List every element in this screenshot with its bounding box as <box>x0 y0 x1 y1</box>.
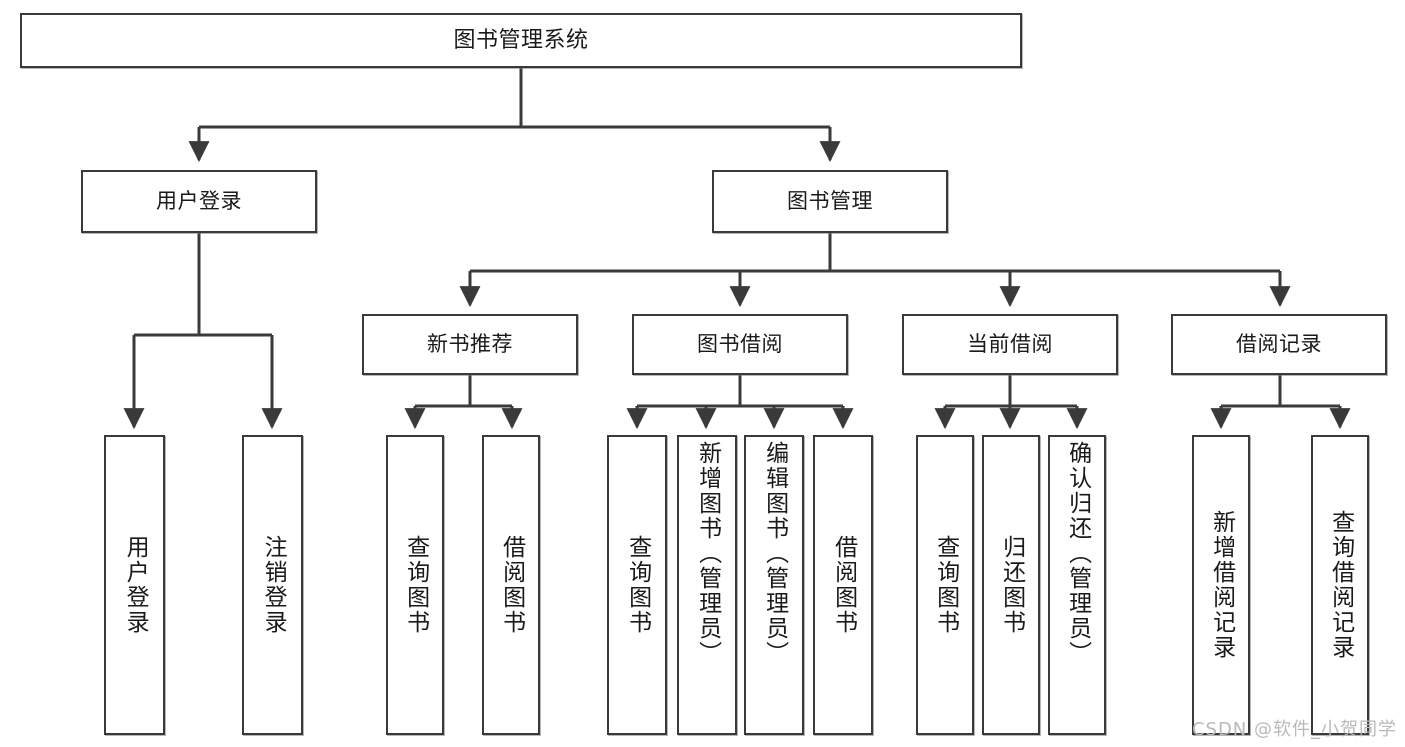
leaf-edit-book-label: 编辑图书（管理员） <box>761 441 788 666</box>
node-book-borrow-label: 图书借阅 <box>697 332 783 357</box>
node-borrow-record-label: 借阅记录 <box>1236 332 1322 357</box>
leaf-query-book-2[interactable]: 查询图书 <box>607 435 667 735</box>
node-book-manage[interactable]: 图书管理 <box>712 170 948 233</box>
node-root-label: 图书管理系统 <box>453 27 589 53</box>
leaf-confirm-return[interactable]: 确认归还（管理员） <box>1048 435 1106 735</box>
node-book-manage-label: 图书管理 <box>787 189 873 214</box>
node-new-book-recommend-label: 新书推荐 <box>427 332 513 357</box>
leaf-user-login[interactable]: 用户登录 <box>104 435 165 735</box>
leaf-return-book[interactable]: 归还图书 <box>982 435 1040 735</box>
node-root[interactable]: 图书管理系统 <box>20 13 1022 68</box>
node-user-login[interactable]: 用户登录 <box>81 170 317 233</box>
leaf-logout[interactable]: 注销登录 <box>242 435 303 735</box>
node-current-borrow[interactable]: 当前借阅 <box>902 314 1118 375</box>
leaf-add-book-label: 新增图书（管理员） <box>694 441 721 666</box>
leaf-add-book[interactable]: 新增图书（管理员） <box>677 435 737 735</box>
leaf-edit-book[interactable]: 编辑图书（管理员） <box>744 435 804 735</box>
leaf-borrow-book-1[interactable]: 借阅图书 <box>482 435 540 735</box>
leaf-query-record-label: 查询借阅记录 <box>1327 510 1354 660</box>
leaf-add-record[interactable]: 新增借阅记录 <box>1192 435 1250 735</box>
leaf-borrow-book-2[interactable]: 借阅图书 <box>813 435 873 735</box>
leaf-add-record-label: 新增借阅记录 <box>1208 510 1235 660</box>
leaf-user-login-label: 用户登录 <box>122 535 149 635</box>
leaf-query-book-2-label: 查询图书 <box>624 535 651 635</box>
leaf-logout-label: 注销登录 <box>260 535 287 635</box>
leaf-borrow-book-1-label: 借阅图书 <box>498 535 525 635</box>
node-user-login-label: 用户登录 <box>156 189 242 214</box>
leaf-query-book-3[interactable]: 查询图书 <box>916 435 974 735</box>
node-book-borrow[interactable]: 图书借阅 <box>632 314 848 375</box>
node-borrow-record[interactable]: 借阅记录 <box>1171 314 1387 375</box>
leaf-query-record[interactable]: 查询借阅记录 <box>1311 435 1369 735</box>
leaf-query-book-1-label: 查询图书 <box>402 535 429 635</box>
node-new-book-recommend[interactable]: 新书推荐 <box>362 314 578 375</box>
leaf-query-book-3-label: 查询图书 <box>932 535 959 635</box>
leaf-confirm-return-label: 确认归还（管理员） <box>1064 441 1091 666</box>
leaf-return-book-label: 归还图书 <box>998 535 1025 635</box>
leaf-borrow-book-2-label: 借阅图书 <box>830 535 857 635</box>
watermark: CSDN @软件_小贺同学 <box>1191 719 1397 740</box>
leaf-query-book-1[interactable]: 查询图书 <box>386 435 444 735</box>
node-current-borrow-label: 当前借阅 <box>967 332 1053 357</box>
